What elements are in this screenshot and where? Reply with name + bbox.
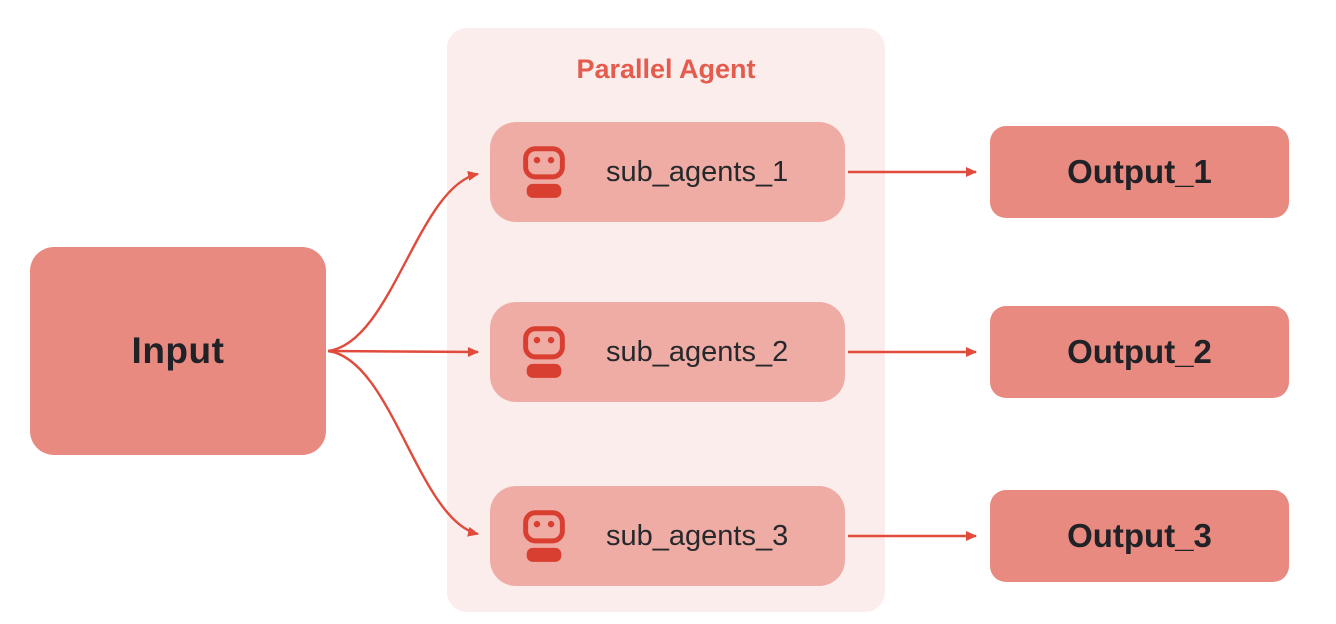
output-node-2: Output_2 [990, 306, 1289, 398]
sub-agent-label: sub_agents_2 [606, 335, 789, 368]
output-node-1: Output_1 [990, 126, 1289, 218]
sub-agent-node-3: sub_agents_3 [490, 486, 845, 586]
input-label: Input [131, 330, 225, 371]
sub-agent-node-1: sub_agents_1 [490, 122, 845, 222]
robot-icon [518, 509, 570, 563]
robot-icon [518, 145, 570, 199]
output-label: Output_2 [1067, 333, 1212, 370]
sub-agent-label: sub_agents_3 [606, 519, 789, 552]
input-node: Input [30, 247, 326, 455]
parallel-agent-title: Parallel Agent [576, 54, 756, 84]
output-label: Output_1 [1067, 153, 1212, 190]
output-label: Output_3 [1067, 517, 1212, 554]
output-node-3: Output_3 [990, 490, 1289, 582]
sub-agent-label: sub_agents_1 [606, 155, 789, 188]
robot-icon [518, 325, 570, 379]
sub-agent-node-2: sub_agents_2 [490, 302, 845, 402]
